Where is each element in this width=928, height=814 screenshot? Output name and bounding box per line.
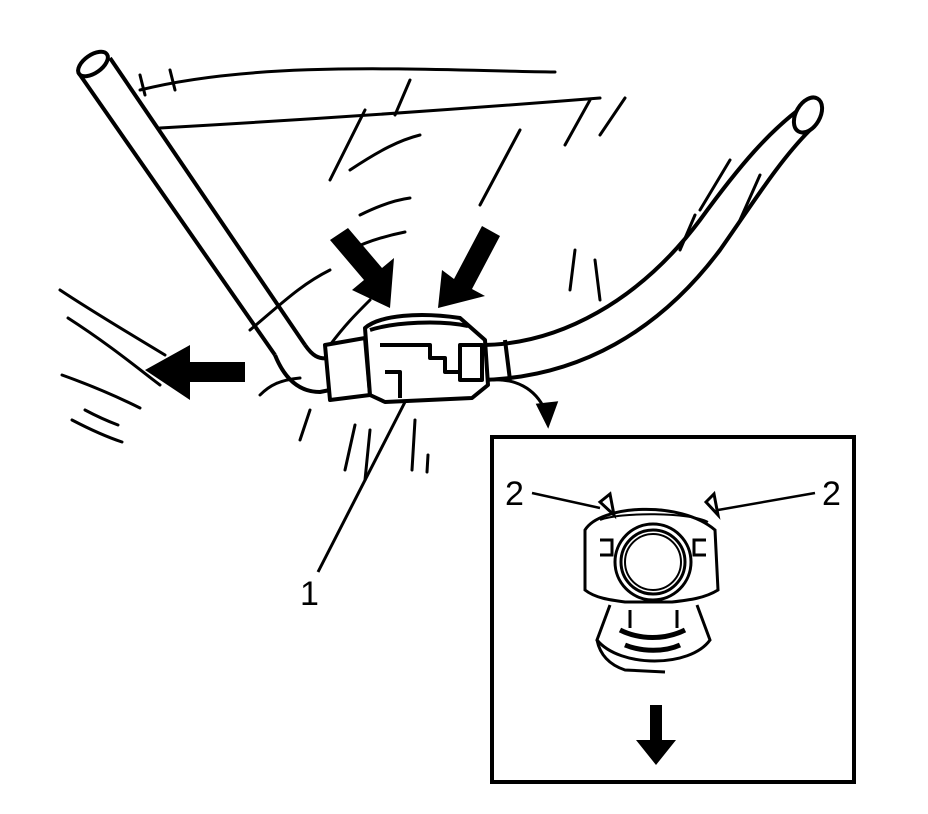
callout-1: 1 [300, 575, 319, 613]
squeeze-arrow-right [438, 226, 500, 308]
callout-2-left: 2 [505, 475, 524, 513]
tab-left [597, 491, 617, 520]
callout-2-left-leader [531, 491, 601, 510]
quick-connect-fitting [323, 313, 490, 404]
detail-inset: 2 2 [490, 435, 856, 784]
left-fuel-tube [76, 49, 331, 394]
pull-left-arrow [145, 345, 245, 400]
callout-2-right-leader [717, 491, 816, 512]
callout-1-leader [316, 401, 407, 573]
squeeze-arrow-left [330, 228, 394, 308]
pull-down-arrow [636, 705, 676, 765]
callout-2-right: 2 [822, 475, 841, 513]
inset-pointer [489, 378, 559, 429]
connector-end-view [583, 490, 721, 674]
background-contours [58, 67, 762, 482]
action-arrows [145, 226, 500, 400]
right-fuel-hose [479, 95, 825, 382]
tab-right [703, 490, 721, 520]
